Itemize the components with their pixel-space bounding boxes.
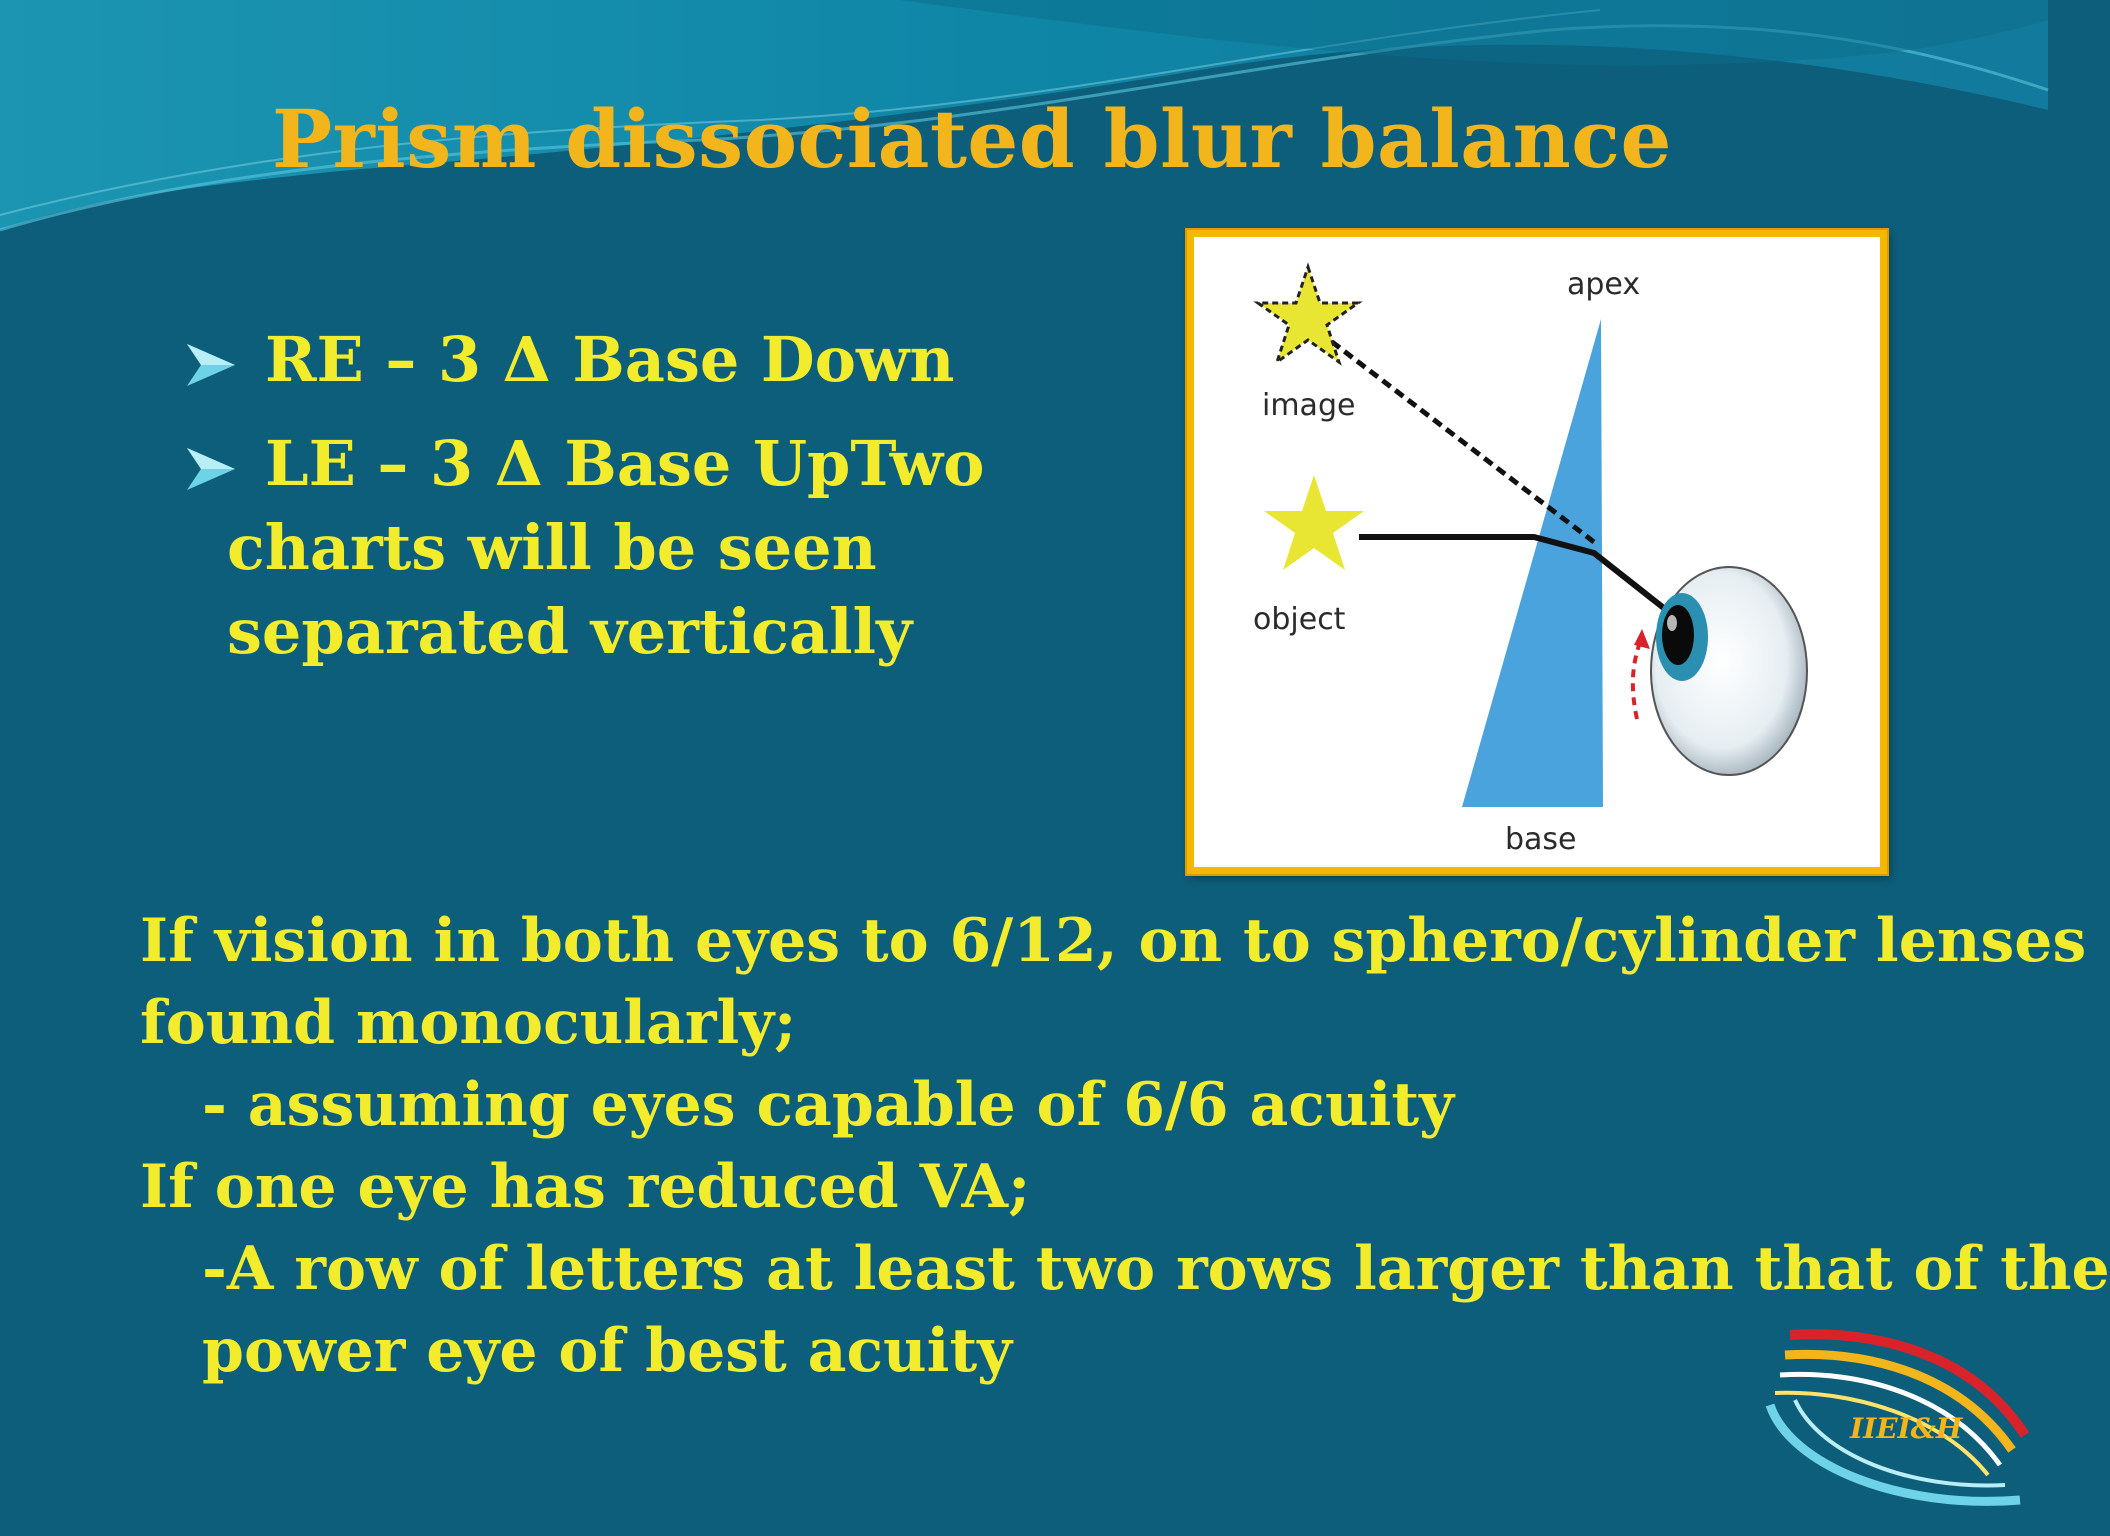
apparent-ray-line bbox=[1317, 330, 1596, 544]
bullet-text: RE – 3 Δ Base Down bbox=[265, 323, 955, 396]
logo-text: IIEI&H bbox=[1849, 1412, 1964, 1445]
object-star-icon bbox=[1264, 475, 1364, 570]
prism-diagram: apex image object base bbox=[1253, 262, 1808, 857]
prism-diagram-frame: apex image object base bbox=[1187, 230, 1887, 874]
bullet-item-re: RE – 3 Δ Base Down bbox=[185, 318, 1005, 402]
bullet-text-line: LE – 3 Δ Base UpTwo bbox=[265, 427, 985, 500]
arrow-head-icon bbox=[1634, 629, 1650, 649]
arrow-bullet-icon bbox=[187, 448, 235, 490]
bullet-continuation-line: separated vertically bbox=[227, 595, 913, 668]
eye-rotation-arrow bbox=[1630, 636, 1644, 720]
body-line: power eye of best acuity bbox=[202, 1316, 1013, 1386]
slide-title: Prism dissociated blur balance bbox=[272, 92, 1672, 186]
body-text-block: If vision in both eyes to 6/12, on to sp… bbox=[140, 900, 2110, 1392]
bullet-continuation-line: charts will be seen bbox=[227, 511, 877, 584]
bullet-text: LE – 3 Δ Base UpTwo charts will be seen … bbox=[227, 422, 985, 674]
prism-shape bbox=[1462, 319, 1603, 807]
image-star-icon bbox=[1253, 262, 1363, 366]
bullet-list: RE – 3 Δ Base Down LE – 3 Δ Base UpTwo c… bbox=[185, 318, 1005, 694]
bullet-item-le: LE – 3 Δ Base UpTwo charts will be seen … bbox=[185, 422, 1005, 674]
body-line: - assuming eyes capable of 6/6 acuity bbox=[202, 1070, 1454, 1140]
arrow-bullet-icon bbox=[187, 344, 235, 386]
image-label: image bbox=[1262, 388, 1355, 423]
institute-logo: IIEI&H bbox=[1765, 1329, 2030, 1506]
body-line: If vision in both eyes to 6/12, on to sp… bbox=[140, 906, 2087, 976]
light-ray-line bbox=[1359, 534, 1686, 627]
base-label: base bbox=[1505, 822, 1577, 857]
eye-icon bbox=[1650, 566, 1808, 776]
object-label: object bbox=[1253, 602, 1346, 637]
body-line: -A row of letters at least two rows larg… bbox=[202, 1234, 2110, 1304]
apex-label: apex bbox=[1567, 267, 1640, 302]
body-line: If one eye has reduced VA; bbox=[140, 1152, 1031, 1222]
body-line: found monocularly; bbox=[140, 988, 797, 1058]
